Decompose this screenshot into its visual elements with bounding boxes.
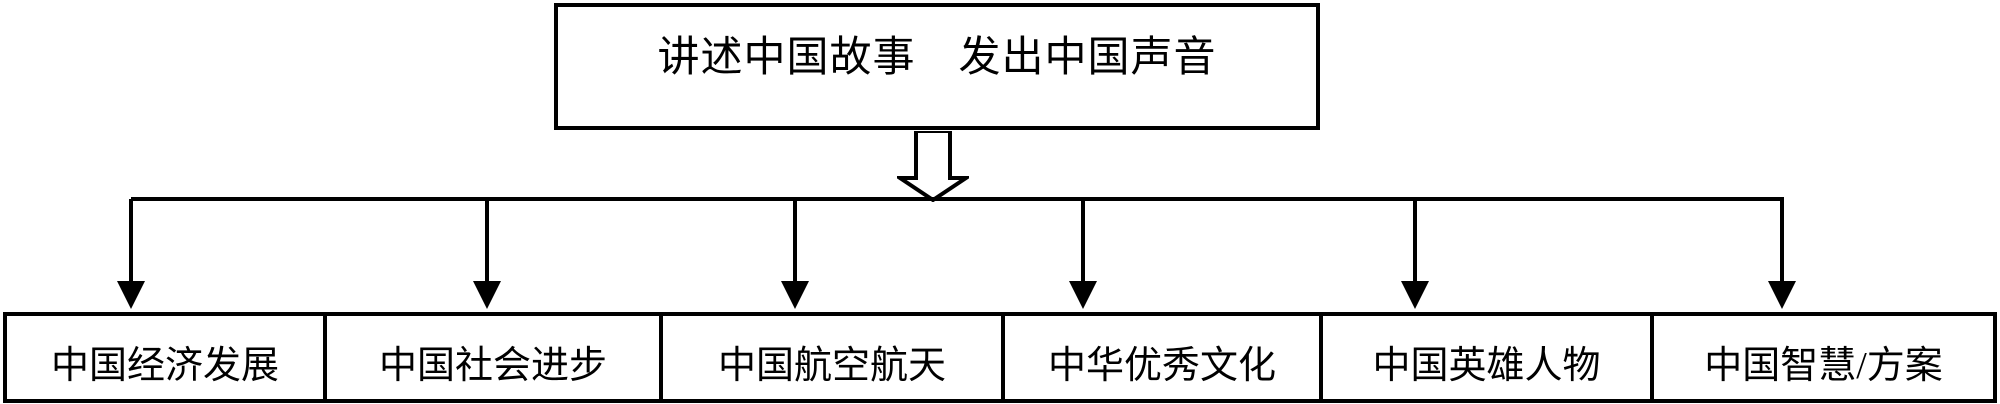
leaf-node-label: 中国智慧/方案 [1704, 345, 1943, 387]
leaf-node-box: 中国英雄人物 [1323, 316, 1654, 399]
leaf-node-box: 中国经济发展 [7, 316, 327, 399]
leaf-node-label: 中国经济发展 [50, 345, 279, 387]
root-node-label: 讲述中国故事 发出中国声音 [657, 35, 1217, 81]
arrowhead [1401, 281, 1429, 309]
leaf-node-row: 中国经济发展 中国社会进步 中国航空航天 中华优秀文化 中国英雄人物 中国智慧/… [3, 312, 1997, 403]
leaf-node-box: 中国航空航天 [663, 316, 1005, 399]
leaf-node-box: 中国智慧/方案 [1654, 316, 1993, 399]
leaf-node-box: 中国社会进步 [327, 316, 663, 399]
down-arrow-icon [781, 199, 809, 309]
arrowhead [117, 281, 145, 309]
arrowhead [473, 281, 501, 309]
leaf-node-label: 中国社会进步 [378, 345, 607, 387]
down-arrow-icon [1069, 199, 1097, 309]
leaf-node-label: 中华优秀文化 [1047, 345, 1276, 387]
leaf-node-label: 中国英雄人物 [1372, 345, 1601, 387]
down-arrow-icon [1768, 199, 1796, 309]
leaf-node-label: 中国航空航天 [717, 345, 946, 387]
arrowhead [1069, 281, 1097, 309]
arrowhead [781, 281, 809, 309]
arrowhead [1768, 281, 1796, 309]
distribution-line [131, 197, 1784, 201]
root-node-box: 讲述中国故事 发出中国声音 [554, 3, 1320, 130]
down-arrow-icon [117, 199, 145, 309]
block-down-arrow-icon [897, 131, 969, 202]
down-arrow-icon [473, 199, 501, 309]
leaf-node-box: 中华优秀文化 [1005, 316, 1323, 399]
down-arrow-icon [1401, 199, 1429, 309]
